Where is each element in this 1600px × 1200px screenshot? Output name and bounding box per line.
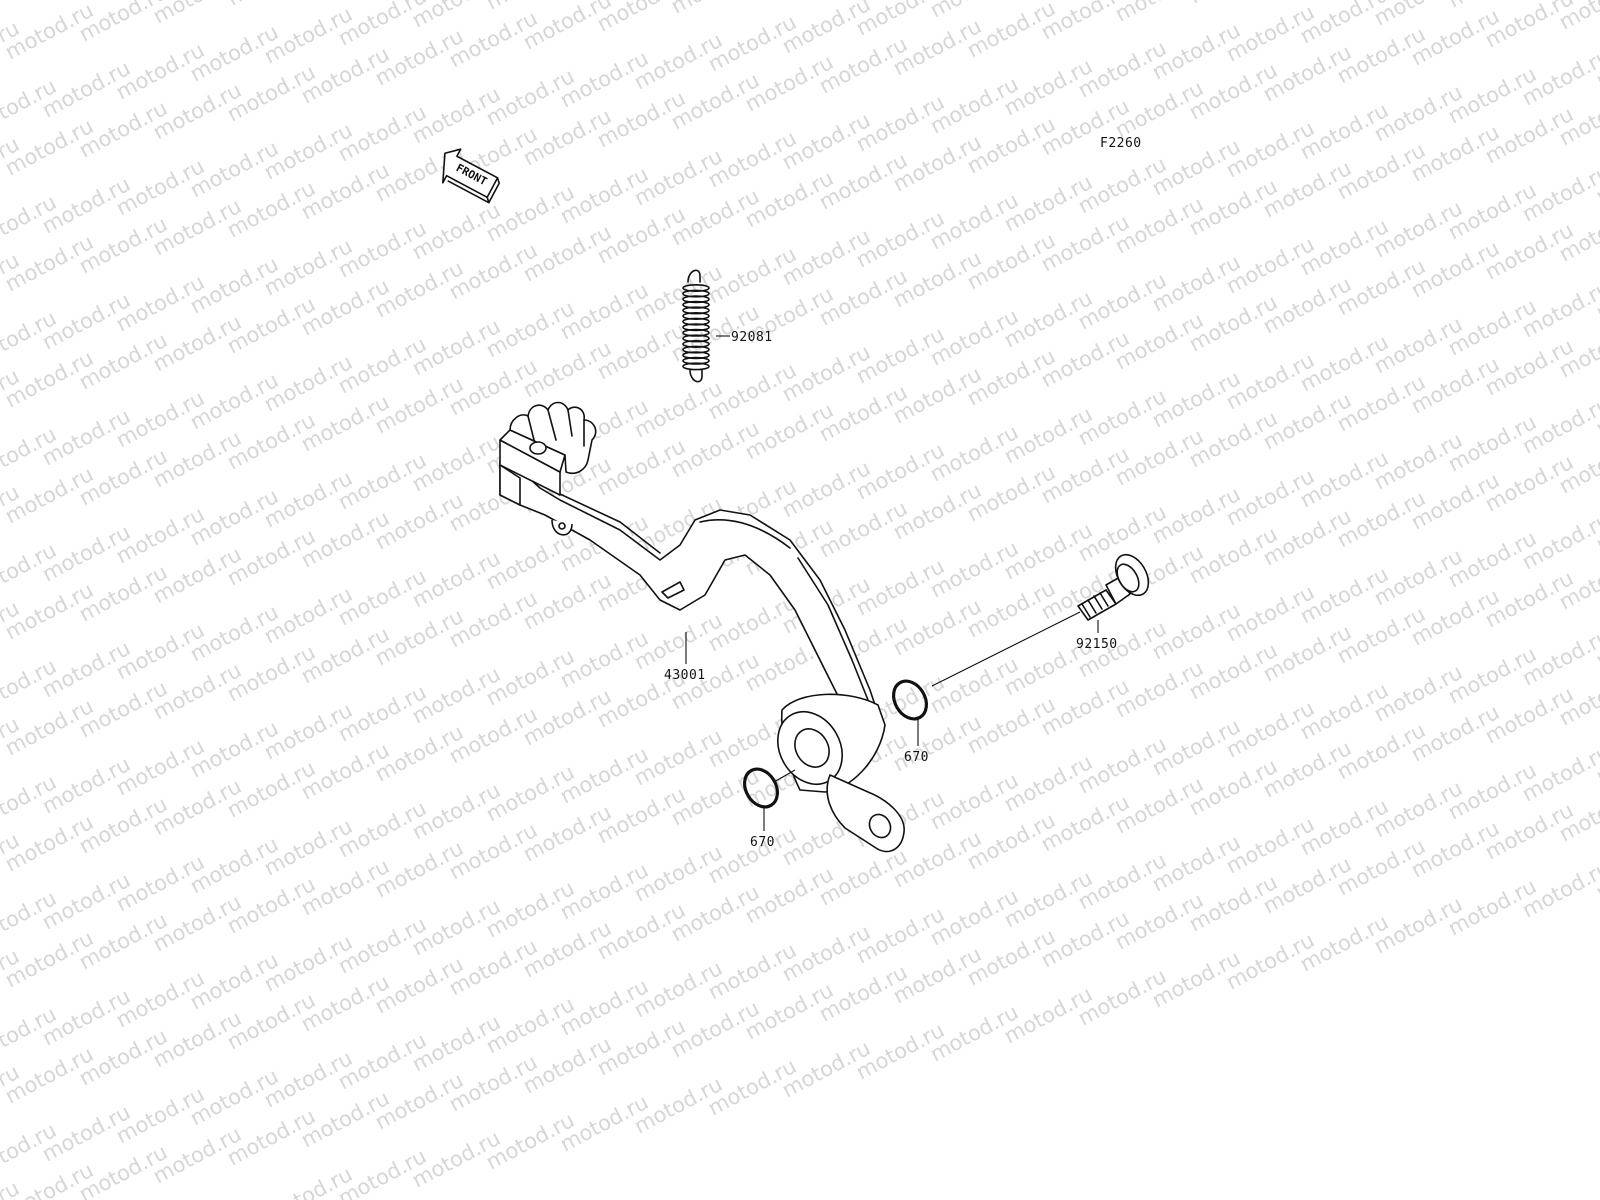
part-number-bolt: 92150 bbox=[1076, 637, 1118, 652]
bolt-axis-line bbox=[931, 611, 1081, 687]
pedal-tip-bolt bbox=[529, 441, 547, 455]
part-number-o-ring-lower: 670 bbox=[750, 835, 775, 850]
pivot-bolt-92150 bbox=[1077, 553, 1150, 621]
spring-coil bbox=[682, 323, 710, 332]
spring-92081 bbox=[682, 269, 710, 383]
spring-coil bbox=[682, 362, 710, 371]
watermark-text: motod.ru bbox=[667, 0, 763, 18]
spring-coil bbox=[682, 351, 710, 360]
brake-pedal-43001 bbox=[499, 401, 905, 853]
o-ring-lower-axis-line bbox=[773, 769, 796, 783]
watermark-text: motod.ru bbox=[0, 0, 60, 6]
o-ring-upper-670 bbox=[892, 679, 928, 721]
part-number-spring: 92081 bbox=[731, 330, 773, 345]
watermark-text: motod.ru bbox=[223, 0, 319, 10]
o-ring-lower-670 bbox=[743, 767, 779, 809]
spring-coils bbox=[682, 283, 710, 371]
part-number-o-ring-upper: 670 bbox=[904, 750, 929, 765]
part-number-brake-pedal: 43001 bbox=[664, 668, 706, 683]
spring-coil bbox=[682, 295, 710, 304]
figure-code: F2260 bbox=[1100, 136, 1142, 151]
watermark-text: motod.ru bbox=[1185, 0, 1281, 8]
